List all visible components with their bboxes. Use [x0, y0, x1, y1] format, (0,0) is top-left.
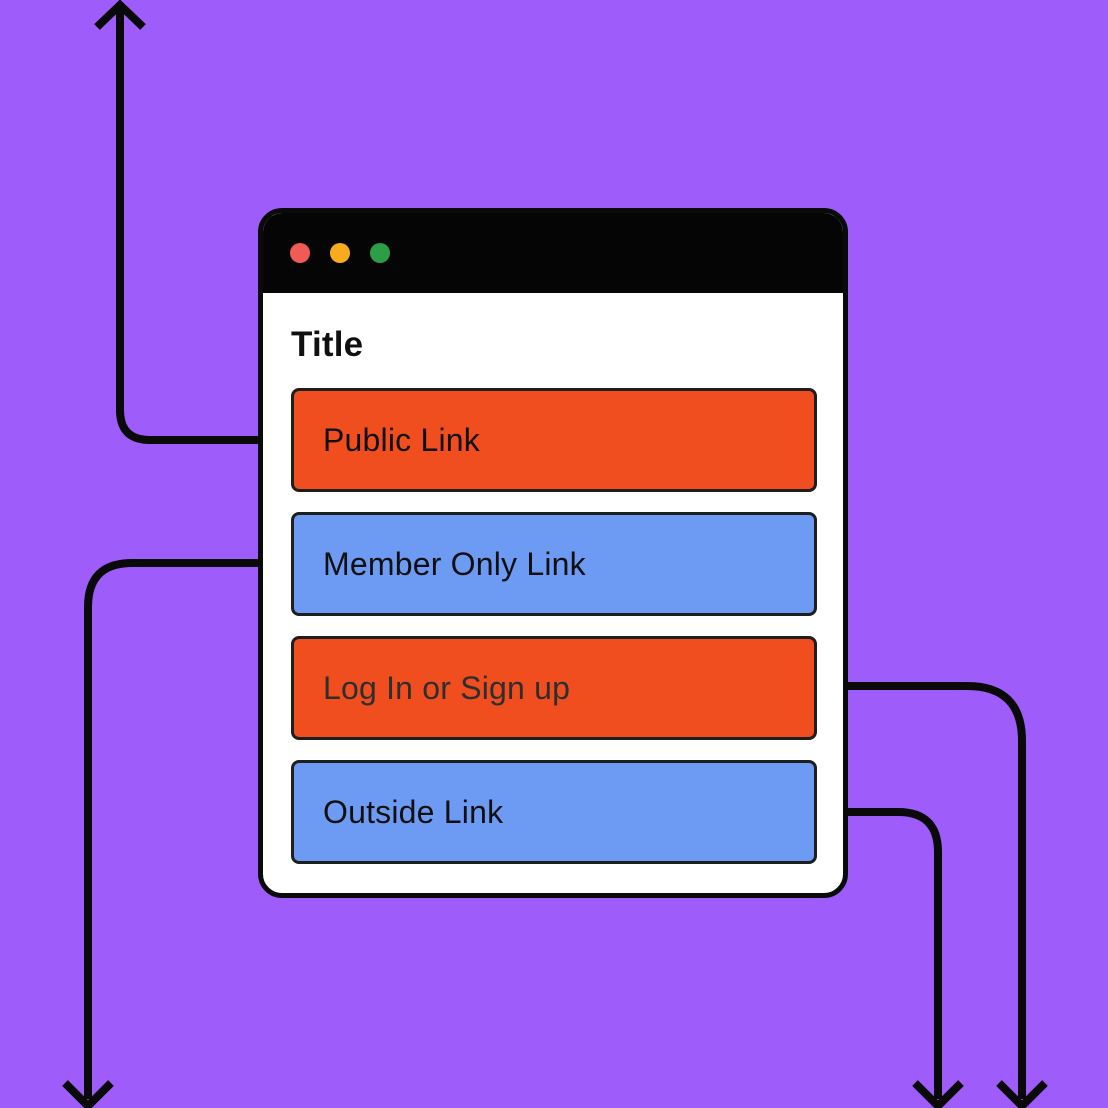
- public-link-label: Public Link: [323, 421, 480, 458]
- browser-window: Title Public Link Member Only Link Log I…: [258, 208, 848, 898]
- down-arrow-icon: [912, 1080, 964, 1108]
- minimize-window-icon[interactable]: [330, 243, 350, 263]
- member-only-link-label: Member Only Link: [323, 545, 586, 582]
- zoom-window-icon[interactable]: [370, 243, 390, 263]
- up-arrow-line: [116, 9, 262, 444]
- window-titlebar: [263, 213, 843, 293]
- down-right-inner-arrow-line: [844, 808, 942, 1099]
- outside-link-button[interactable]: Outside Link: [291, 760, 817, 864]
- member-only-link-button[interactable]: Member Only Link: [291, 512, 817, 616]
- page-title: Title: [291, 325, 364, 364]
- close-window-icon[interactable]: [290, 243, 310, 263]
- down-left-arrow-line: [84, 559, 262, 1099]
- login-signup-button[interactable]: Log In or Sign up: [291, 636, 817, 740]
- up-arrow-icon: [94, 0, 146, 30]
- outside-link-label: Outside Link: [323, 793, 504, 830]
- down-arrow-icon: [996, 1080, 1048, 1108]
- public-link-button[interactable]: Public Link: [291, 388, 817, 492]
- down-right-outer-arrow-line: [844, 682, 1026, 1099]
- login-signup-label: Log In or Sign up: [323, 669, 571, 706]
- window-content: Title Public Link Member Only Link Log I…: [263, 293, 843, 864]
- down-arrow-icon: [62, 1080, 114, 1108]
